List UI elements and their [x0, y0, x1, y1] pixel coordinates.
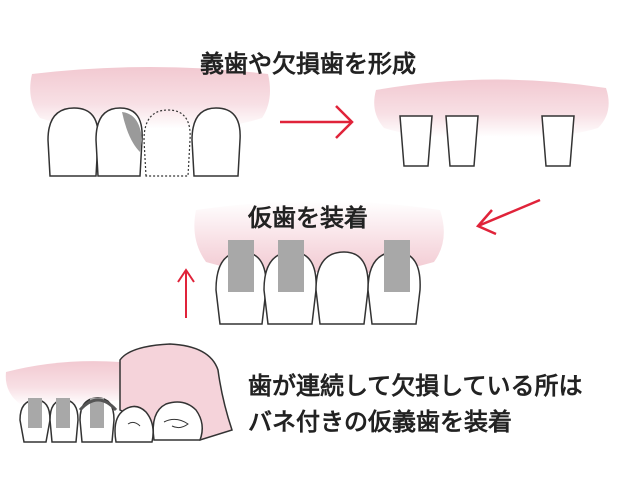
panel-prepared-teeth	[374, 79, 609, 167]
temporary-tooth	[315, 251, 369, 325]
denture-tooth	[152, 401, 203, 441]
tooth-groove	[127, 418, 189, 429]
abutment-core	[90, 398, 104, 428]
abutment-tooth	[445, 115, 479, 167]
gum	[5, 361, 120, 406]
abutment-core	[278, 240, 304, 292]
abutment-core	[384, 240, 410, 292]
panel-temporary-teeth	[194, 201, 444, 325]
step-2-label: 仮歯を装着	[248, 204, 368, 232]
panel-partial-denture	[5, 343, 233, 443]
clasp	[78, 398, 118, 412]
arrow-right-icon	[280, 105, 354, 139]
abutment-tooth	[541, 115, 575, 167]
panel-initial-teeth	[30, 67, 271, 177]
tooth	[47, 107, 99, 177]
decay-area	[122, 112, 142, 152]
missing-tooth-outline	[143, 109, 191, 177]
step-3-line-2: バネ付きの仮義歯を装着	[248, 408, 512, 436]
abutment-core	[28, 398, 42, 428]
step-1-label: 義歯や欠損歯を形成	[200, 50, 416, 78]
abutment-core	[56, 398, 70, 428]
arrow-down-left-icon	[475, 198, 541, 236]
abutment-tooth	[399, 115, 433, 167]
arrow-up-icon	[177, 268, 195, 318]
step-3-label: 歯が連続して欠損している所は バネ付きの仮義歯を装着	[248, 368, 583, 440]
abutment-core	[228, 240, 254, 292]
step-3-line-1: 歯が連続して欠損している所は	[248, 372, 583, 400]
tooth	[191, 107, 241, 177]
